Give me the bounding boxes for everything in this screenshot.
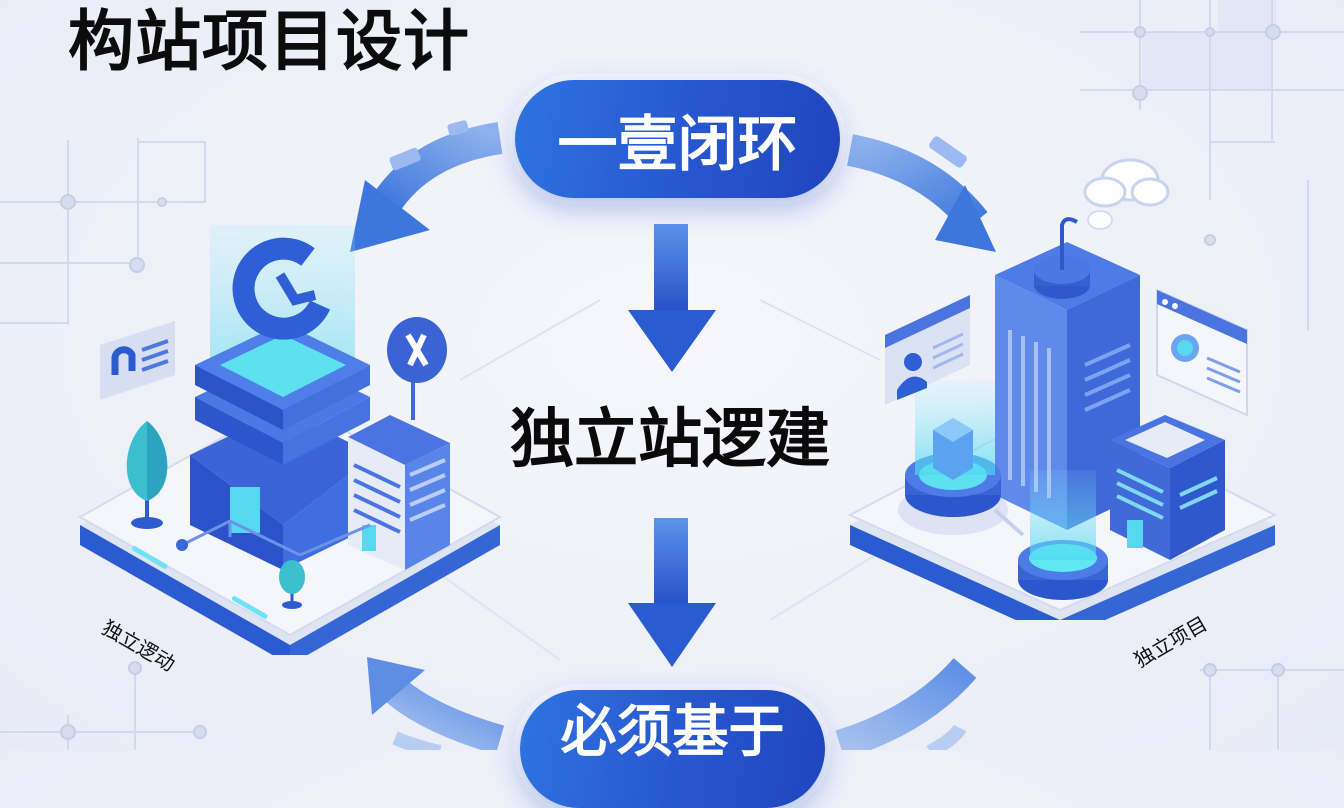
browser-card-icon [1156, 288, 1248, 417]
main-stack-building [190, 323, 375, 570]
refresh-logo-icon [232, 237, 331, 340]
pin-icon [387, 317, 447, 420]
glow-pedestal [1018, 470, 1108, 600]
connector-lines [181, 519, 371, 557]
arrow-top-to-left [350, 120, 503, 252]
tree-icon [126, 421, 168, 529]
connector-line [993, 508, 1025, 537]
arrow-top-to-center [628, 224, 716, 372]
cube-pedestal [898, 380, 1008, 535]
node-closed-loop: 一壹闭环 [515, 80, 840, 198]
left-platform-illustration [77, 225, 503, 655]
background-grid [0, 0, 1344, 750]
short-office-building [1110, 415, 1225, 560]
right-platform-illustration [847, 158, 1278, 620]
side-office-building [348, 415, 450, 570]
arrow-bottom-to-left [367, 657, 505, 750]
arrow-center-to-bottom [628, 518, 716, 667]
page-title: 构站项目设计 [68, 3, 470, 80]
flow-arrows [350, 120, 996, 750]
profile-card-icon [885, 295, 970, 405]
node-must-based-on: 必须基于 [520, 690, 825, 808]
arrow-bottom-to-right [835, 658, 977, 750]
arrow-top-to-right [846, 134, 996, 252]
id-card-icon [100, 321, 175, 400]
cloud-icon [1083, 158, 1170, 230]
small-tree-icon [279, 560, 305, 609]
node-site-building: 独立站逻建 [510, 403, 830, 477]
